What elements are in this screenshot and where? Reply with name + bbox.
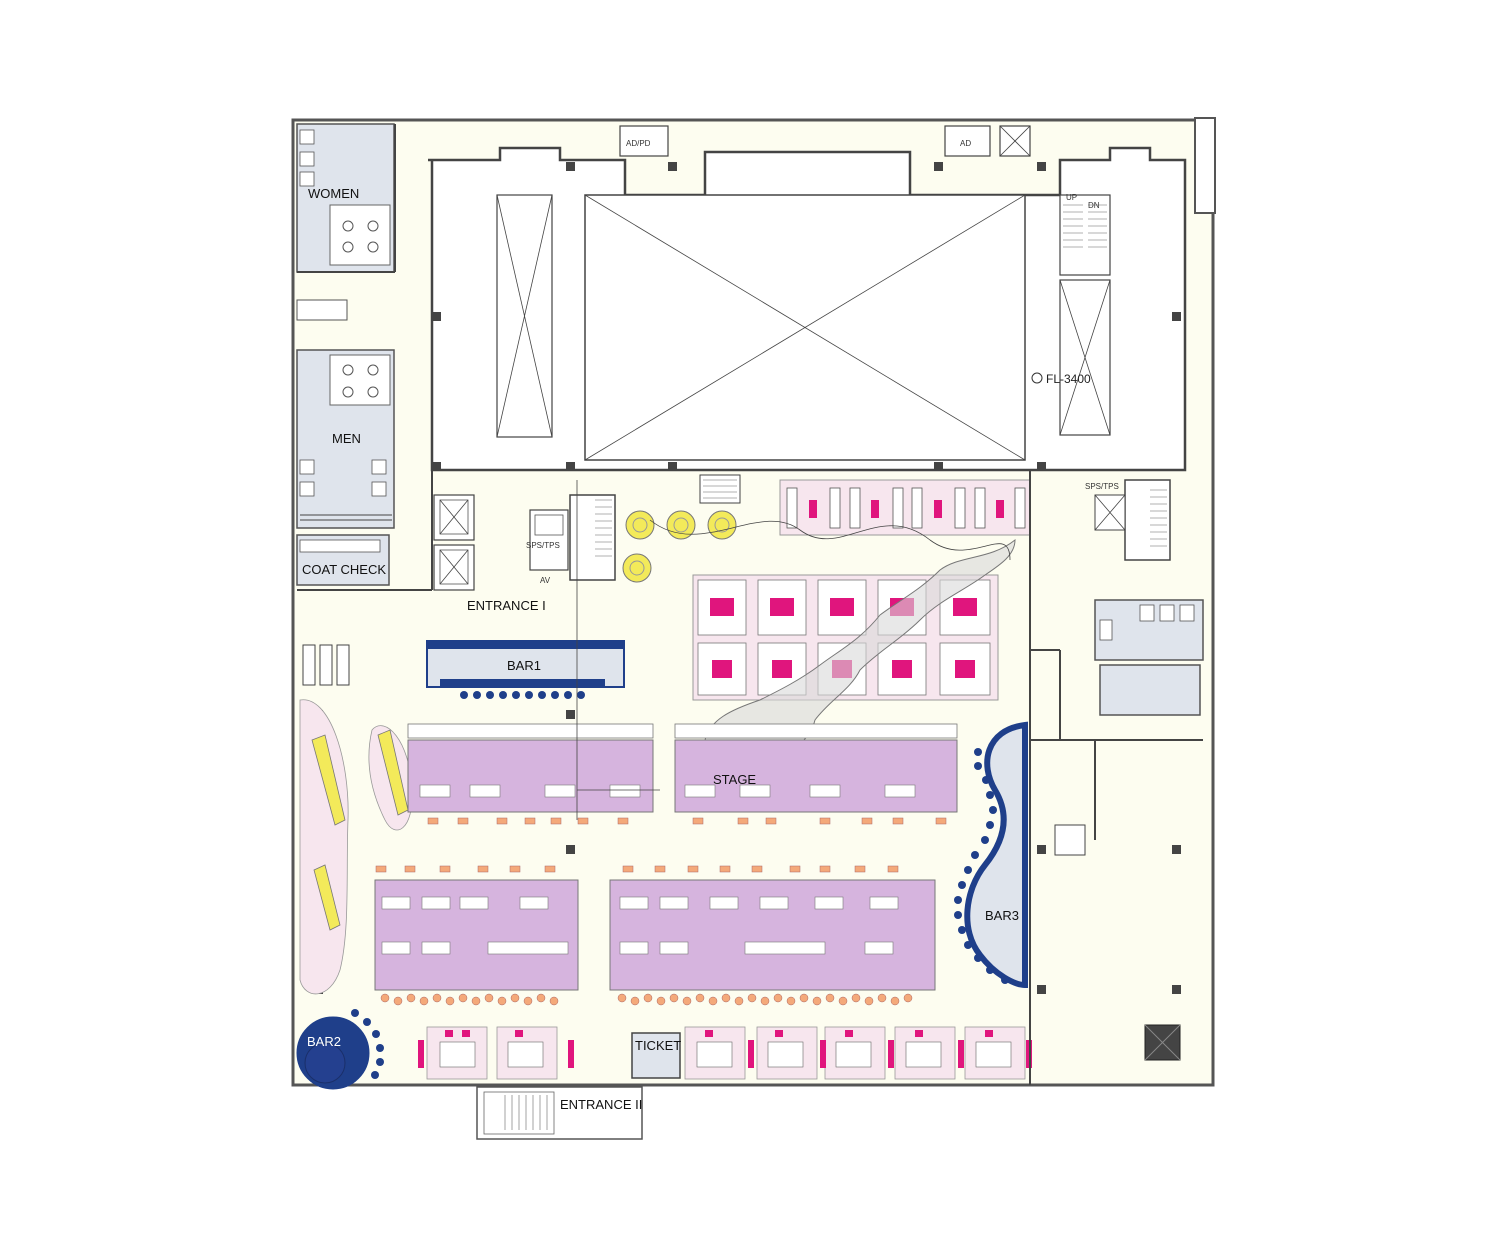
coat-check-label: COAT CHECK: [302, 562, 386, 577]
restroom-corridor-wall: [296, 299, 348, 321]
bar3-label: BAR3: [985, 908, 1019, 923]
entrance-2-label: ENTRANCE II: [560, 1097, 642, 1112]
table-block-bottom-left: [374, 879, 579, 991]
bar1-label: BAR1: [507, 658, 541, 673]
dn-label: DN: [1088, 201, 1100, 210]
right-restroom-2: [1099, 664, 1201, 716]
bar3-stools: [954, 748, 1009, 984]
ad-label: AD: [960, 139, 971, 148]
table-block-bottom-right: [609, 879, 936, 991]
stools-row-1: [375, 817, 947, 873]
yellow-round-tables: [622, 510, 737, 583]
elevator-3: [529, 509, 569, 571]
bar1-stools: [460, 691, 585, 699]
bar2-label: BAR2: [307, 1034, 341, 1049]
ad-box: [944, 125, 991, 157]
table-block-stage: [674, 723, 958, 813]
stair-right: [1124, 479, 1171, 561]
ad-pd-box: [619, 125, 669, 157]
women-label: WOMEN: [308, 186, 359, 201]
table-block-top-left: [407, 723, 654, 813]
av-label: AV: [540, 576, 551, 585]
sps-tps-right-label: SPS/TPS: [1085, 482, 1119, 491]
entrance-2-vestibule: [476, 1086, 643, 1140]
ad-pd-label: AD/PD: [626, 139, 651, 148]
ticket-booth: [631, 1032, 681, 1079]
fl-marker-icon: [1031, 372, 1043, 384]
men-label: MEN: [332, 431, 361, 446]
top-right-notch: [1194, 117, 1216, 214]
sps-tps-left-label: SPS/TPS: [526, 541, 560, 550]
fl-label: FL-3400: [1046, 372, 1091, 386]
stage-label: STAGE: [713, 772, 756, 787]
stair-top-right: [1059, 194, 1111, 276]
bar2-stools: [351, 1009, 384, 1079]
bottom-booths: [418, 1026, 1032, 1080]
vip-booths-top: [779, 479, 1031, 536]
ticket-label: TICKET: [635, 1038, 681, 1053]
stools-row-2: [380, 993, 913, 1006]
entrance-1-label: ENTRANCE I: [467, 598, 546, 613]
stair-center: [569, 494, 616, 581]
up-label: UP: [1066, 193, 1077, 202]
